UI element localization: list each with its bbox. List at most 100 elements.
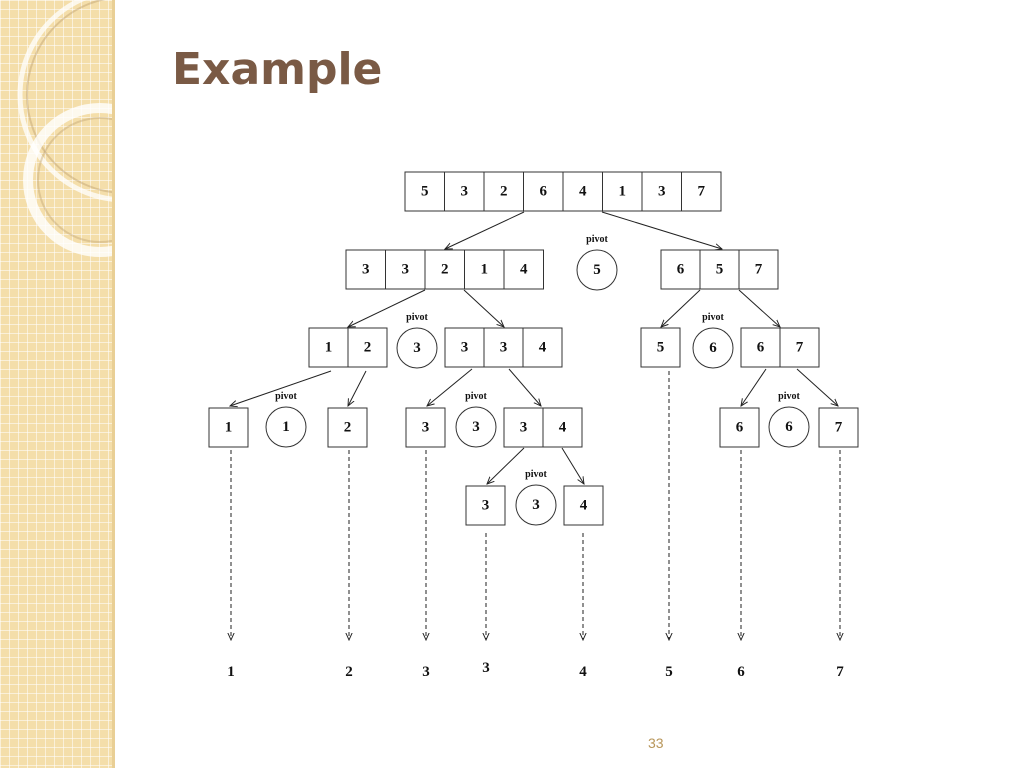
level4-pivot-circle <box>515 484 557 526</box>
level3-b-pivot-value: 3 <box>472 419 480 435</box>
level2-left-right-array-box <box>444 327 563 368</box>
level3-b-right-array-cell-1: 4 <box>559 420 567 436</box>
level3-b-pivot-label: pivot <box>465 391 487 402</box>
level3-c-left-array: 6 <box>719 407 760 448</box>
sorted-output-5: 5 <box>665 664 673 680</box>
level3-b-left-array-box <box>405 407 446 448</box>
level4-left-array: 3 <box>465 485 506 526</box>
level4-pivot: 3 pivot <box>515 469 557 526</box>
level1-left-array-cell-3: 1 <box>481 262 489 278</box>
level3-b-left-array: 3 <box>405 407 446 448</box>
root-array-cell-0: 5 <box>421 184 429 200</box>
edge-l2lr-to-l3br <box>508 368 541 406</box>
level2-right-right-array-cell-0: 6 <box>757 340 765 356</box>
level3-c-right-array-cell-0: 7 <box>835 420 843 436</box>
edge-l1right-to-l2rl <box>661 289 701 327</box>
level3-c-pivot-label: pivot <box>778 391 800 402</box>
root-array-cell-2: 2 <box>500 184 508 200</box>
level2-left-left-array-cell-1: 2 <box>364 340 372 356</box>
edge-l2ll-to-l3ar <box>348 370 367 406</box>
level1-left-array-cell-1: 3 <box>402 262 410 278</box>
level3-c-left-array-cell-0: 6 <box>736 420 744 436</box>
sorted-output-1: 2 <box>345 664 353 680</box>
level2-left-right-array-cell-2: 4 <box>539 340 547 356</box>
level2-right-left-array-box <box>640 327 681 368</box>
level3-c-left-array-box <box>719 407 760 448</box>
level4-right-array-box <box>563 485 604 526</box>
level1-left-array-box <box>345 249 544 290</box>
level1-pivot: 5 pivot <box>576 234 618 291</box>
edge-l2ll-to-l3al <box>230 370 332 406</box>
level3-b-pivot: 3 pivot <box>455 391 497 448</box>
sorted-output-7: 7 <box>836 664 844 680</box>
level3-b-right-array-cell-0: 3 <box>520 420 528 436</box>
decorative-rings <box>17 0 112 257</box>
sorted-output-0: 1 <box>227 664 235 680</box>
level3-a-right-array: 2 <box>327 407 368 448</box>
level3-a-right-array-box <box>327 407 368 448</box>
level1-pivot-circle <box>576 249 618 291</box>
level2-right-pivot: 6 pivot <box>692 312 734 369</box>
sorted-output-4: 4 <box>579 664 587 680</box>
root-array-cell-1: 3 <box>461 184 469 200</box>
level2-left-pivot-value: 3 <box>413 340 421 356</box>
level1-left-array-cell-4: 4 <box>520 262 528 278</box>
level1-pivot-value: 5 <box>593 262 601 278</box>
root-array-cell-7: 7 <box>698 184 706 200</box>
level2-left-right-array-cell-0: 3 <box>461 340 469 356</box>
level1-right-array-cell-2: 7 <box>755 262 763 278</box>
level2-right-pivot-circle <box>692 327 734 369</box>
sorted-output-6: 6 <box>737 664 745 680</box>
level2-left-left-array-cell-0: 1 <box>325 340 333 356</box>
level3-c-right-array: 7 <box>818 407 859 448</box>
level2-left-right-array-cell-1: 3 <box>500 340 508 356</box>
level3-a-left-array: 1 <box>208 407 249 448</box>
page-number: 33 <box>648 735 664 751</box>
edge-l3br-to-l4r <box>561 447 584 484</box>
level4-right-array: 4 <box>563 485 604 526</box>
root-array-cell-4: 4 <box>579 184 587 200</box>
level2-left-right-array: 3 3 4 <box>444 327 563 368</box>
level3-a-left-array-box <box>208 407 249 448</box>
level4-pivot-label: pivot <box>525 469 547 480</box>
level4-pivot-value: 3 <box>532 497 540 513</box>
level3-b-pivot-circle <box>455 406 497 448</box>
level3-a-pivot-circle <box>265 406 307 448</box>
level1-right-array-cell-0: 6 <box>677 262 685 278</box>
sorted-output-3: 3 <box>482 660 490 676</box>
level3-c-pivot-value: 6 <box>785 419 793 435</box>
level3-a-right-array-cell-0: 2 <box>344 420 352 436</box>
level3-a-left-array-cell-0: 1 <box>225 420 233 436</box>
root-array-cell-3: 6 <box>540 184 548 200</box>
level3-c-right-array-box <box>818 407 859 448</box>
level1-pivot-label: pivot <box>586 234 608 245</box>
level4-right-array-cell-0: 4 <box>580 498 588 514</box>
level3-c-pivot-circle <box>768 406 810 448</box>
edge-l2rr-to-l3cl <box>741 368 767 406</box>
slide-title: Example <box>172 44 383 95</box>
level4-left-array-box <box>465 485 506 526</box>
level3-a-pivot-label: pivot <box>275 391 297 402</box>
tree-edges <box>230 211 840 640</box>
edge-l1left-to-l2ll <box>348 289 426 327</box>
level1-left-array-cell-2: 2 <box>441 262 449 278</box>
sorted-output-2: 3 <box>422 664 430 680</box>
edge-l3br-to-l4l <box>487 447 525 484</box>
edge-l2lr-to-l3bl <box>427 368 473 406</box>
edge-root-to-level1-right <box>601 211 722 249</box>
decorative-sidebar <box>0 0 112 768</box>
level1-right-array-box <box>660 249 779 290</box>
level2-right-pivot-value: 6 <box>709 340 717 356</box>
level2-right-left-array-cell-0: 5 <box>657 340 665 356</box>
level2-left-pivot-circle <box>396 327 438 369</box>
level2-right-pivot-label: pivot <box>702 312 724 323</box>
edge-l2rr-to-l3cr <box>796 368 838 406</box>
